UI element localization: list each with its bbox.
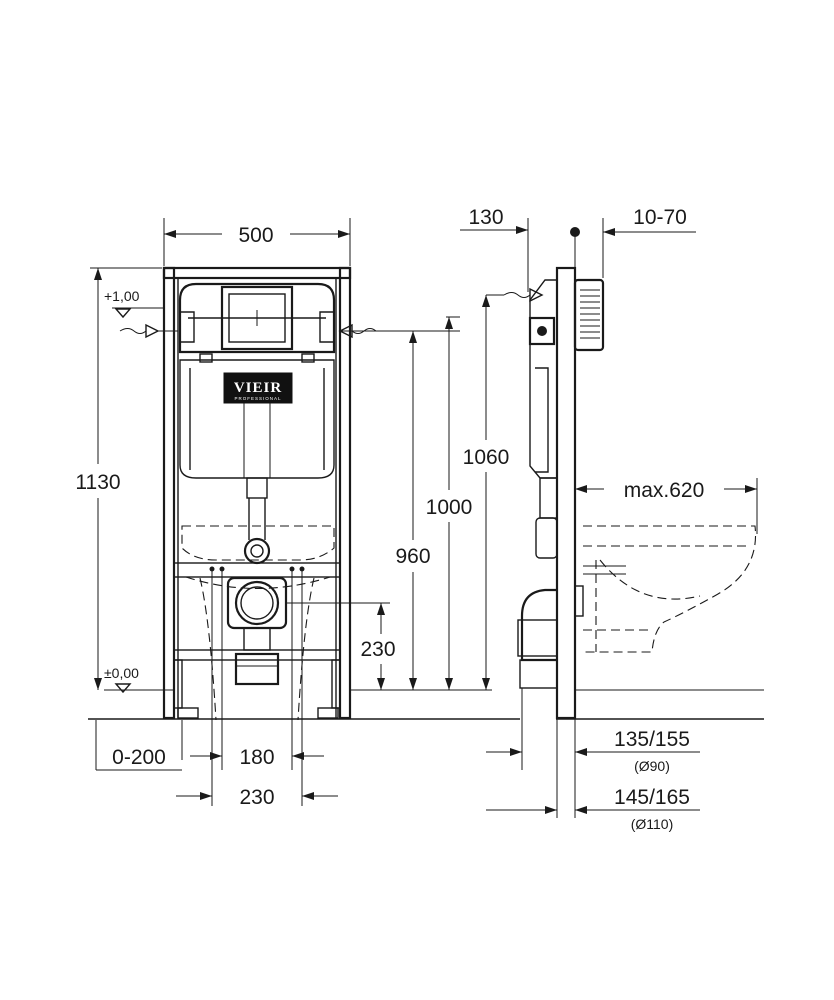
depth-small-label: 135/155 [614, 728, 690, 751]
dim-drain-230: 230 [176, 770, 338, 809]
width-label: 500 [238, 224, 273, 247]
dim-width-500: 500 [163, 218, 351, 266]
wall-cover-label: 10-70 [633, 206, 687, 229]
drain-spacing-label: 230 [239, 786, 274, 809]
level-zero-label: ±0,00 [104, 665, 139, 681]
side-frame [517, 266, 605, 818]
inlet-height-label: 1000 [426, 496, 473, 519]
cistern: VIEIR PROFESSIONAL [178, 282, 336, 565]
dim-height-1130: 1130 [75, 267, 162, 690]
drain-height-label: 230 [360, 638, 395, 661]
level-marker-top: +1,00 [104, 288, 164, 319]
inlet-offset-label: 130 [468, 206, 503, 229]
dim-fixing-180: 180 [190, 746, 324, 769]
outlet-center-height-label: 960 [395, 545, 430, 568]
depth-large-pipe-label: (Ø110) [631, 816, 674, 832]
brand-logo: VIEIR [234, 380, 282, 396]
bowl-projection-label: max.620 [624, 479, 705, 502]
dim-bowl-projection: max.620 [575, 478, 758, 534]
water-inlet-left [119, 323, 178, 339]
bowl-outline-side [583, 525, 757, 653]
level-marker-zero: ±0,00 [104, 665, 492, 694]
frame-height-label: 1060 [463, 446, 510, 469]
fixing-spacing-label: 180 [239, 746, 274, 769]
dim-960: 960 [395, 331, 431, 690]
height-label: 1130 [75, 471, 120, 494]
dim-depth-small: 135/155 (Ø90) [486, 718, 700, 818]
floor-lines [88, 689, 764, 720]
dim-inlet-offset: 130 [460, 206, 529, 292]
dim-1000: 1000 [426, 316, 473, 690]
depth-large-label: 145/165 [614, 786, 690, 809]
bowl-outline-front [181, 525, 335, 721]
water-inlet-right [338, 323, 460, 339]
dim-drain-height: 230 [286, 602, 396, 690]
level-top-label: +1,00 [104, 288, 140, 304]
dim-wall-cover: 10-70 [570, 206, 696, 278]
dim-frame-height: 1060 [463, 295, 510, 690]
depth-small-pipe-label: (Ø90) [634, 758, 670, 774]
foot-adjust-label: 0-200 [112, 746, 166, 769]
water-inlet-side [486, 287, 544, 303]
dim-foot-adjust: 0-200 [95, 720, 183, 771]
dim-depth-large: 145/165 (Ø110) [486, 786, 700, 832]
brand-logo-subtitle: PROFESSIONAL [234, 396, 281, 401]
drain-front [209, 566, 305, 770]
